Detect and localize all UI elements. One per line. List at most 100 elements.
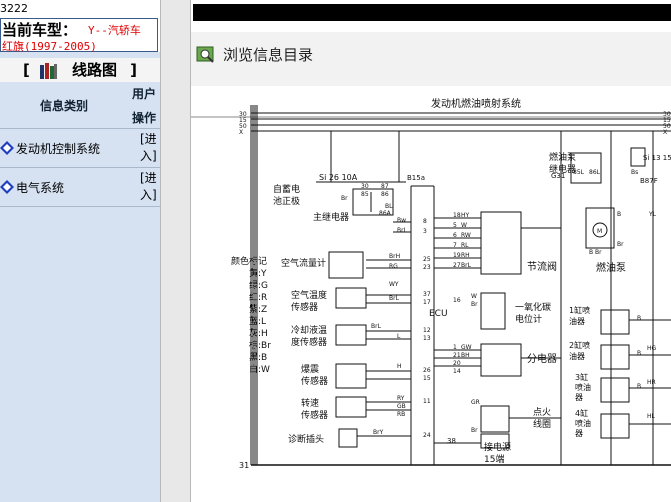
bus-left-label: 15 — [239, 117, 247, 124]
wire-label: HG — [647, 345, 657, 352]
coolant-label: 冷却液温 — [291, 324, 327, 336]
color-legend-item: 蓝:L — [249, 315, 266, 327]
column-category: 信息类别 — [40, 99, 89, 113]
air-flow-label: 空气流量计 — [281, 257, 326, 269]
ecu-pin: 15 — [423, 375, 431, 382]
speed-label: 转速 — [301, 397, 319, 409]
wire-label: 30 — [361, 183, 369, 190]
frame-splitter[interactable] — [160, 0, 191, 502]
vehicle-value-model: 红旗(1997-2005) — [2, 40, 97, 53]
section-heading: [ 线路图 ] — [0, 58, 160, 82]
speed-label: 传感器 — [301, 409, 328, 421]
coil-label: 线圈 — [533, 418, 551, 430]
wire-label: Br — [617, 241, 624, 248]
ecu-pins-right: 18 5 6 7 19 27 16 1 21 20 14 — [453, 212, 461, 375]
wire-label: W — [471, 293, 477, 300]
wire-label: BrL — [389, 295, 400, 302]
wire-label: B — [589, 249, 593, 256]
ecu-pin: 26 — [423, 367, 431, 374]
air-temp-label: 空气温度 — [291, 289, 327, 301]
ecu-pin: 14 — [453, 368, 461, 375]
heading-bracket-open: [ — [22, 61, 30, 79]
bus-right-label: 30 — [663, 111, 671, 118]
bus-right-label: 50 — [663, 123, 671, 130]
ecu-pin: 23 — [423, 264, 431, 271]
column-user: 用户 — [132, 87, 157, 101]
ecu-pin: 21 — [453, 352, 461, 359]
fuse-label: Si 13 15A — [643, 154, 671, 162]
wire-label: Br — [471, 427, 478, 434]
terminal-label: B87F — [640, 177, 658, 185]
ecu-pin: 5 — [453, 222, 457, 229]
wire-label: RG — [389, 263, 398, 270]
ecu-pin: 11 — [423, 398, 431, 405]
heading-title: 线路图 — [72, 61, 118, 79]
ecu-pin: 6 — [453, 232, 457, 239]
sidebar: 3222 当前车型： Y--汽轿车 红旗(1997-2005) [ 线路图 ] … — [0, 0, 160, 502]
vehicle-label: 当前车型： — [2, 21, 78, 39]
wire-label: HL — [647, 413, 656, 420]
injector-label: 器 — [575, 393, 583, 402]
wire-label: GR — [471, 399, 480, 406]
wire-label: GB — [397, 403, 406, 410]
browse-catalog-link[interactable]: 浏览信息目录 — [223, 46, 314, 64]
color-legend-item: 绿:G — [249, 279, 268, 291]
wire-label: B — [617, 211, 621, 218]
top-bar — [193, 4, 671, 21]
enter-link[interactable]: [进入] — [140, 132, 157, 163]
battery-label: 池正极 — [273, 195, 300, 207]
wire-label: 86L — [589, 169, 601, 176]
wire-label: WY — [389, 281, 399, 288]
wire-label: 85 — [361, 191, 369, 198]
injector-label: 油器 — [569, 351, 585, 361]
ecu-pin: 1 — [453, 344, 457, 351]
wire-label: Bs — [631, 169, 638, 176]
wire-label: Br — [471, 301, 478, 308]
ecu-pin: 17 — [423, 299, 431, 306]
color-legend-item: 灰:H — [249, 327, 268, 339]
fuel-relay-label: 继电器 — [549, 163, 576, 175]
coolant-label: 度传感器 — [291, 336, 327, 348]
ecu-pin: 37 — [423, 291, 431, 298]
color-legend-item: 紫:Z — [249, 304, 267, 315]
injector-label: 4缸 — [575, 408, 588, 418]
injector-label: 喷油 — [575, 382, 591, 392]
bus-left-label: 50 — [239, 123, 247, 130]
fuel-relay-label: 燃油泵 — [549, 151, 576, 163]
vehicle-box: 当前车型： Y--汽轿车 红旗(1997-2005) — [0, 18, 158, 53]
bus-left-label: X — [239, 129, 243, 136]
ecu-pin: 16 — [453, 297, 461, 304]
ecu-pin: 20 — [453, 360, 461, 367]
wire-label: B — [637, 350, 641, 357]
bus-left-label: 30 — [239, 111, 247, 118]
list-item[interactable]: 发动机控制系统 [进入] — [0, 128, 160, 167]
main-relay-label: 主继电器 — [313, 211, 349, 223]
battery-label: 自蓄电 — [273, 183, 300, 195]
ecu-pin: 12 — [423, 327, 431, 334]
injector-label: 喷油 — [575, 418, 591, 428]
injector-label: 1缸喷 — [569, 305, 590, 315]
list-item-label: 发动机控制系统 — [16, 142, 101, 156]
wire-label: BrL — [461, 262, 472, 269]
terminal-label: G31 — [551, 172, 565, 180]
toolbar: 浏览信息目录 — [191, 32, 671, 118]
enter-link[interactable]: [进入] — [140, 171, 157, 202]
co-pot-label: 一氧化碳 — [515, 301, 551, 313]
wire-label: BrH — [389, 253, 400, 260]
co-pot-label: 电位计 — [515, 313, 542, 325]
heading-bracket-close: ] — [130, 61, 137, 79]
injector-label: 油器 — [569, 316, 585, 326]
wire-label: GW — [461, 344, 472, 351]
browse-catalog-icon[interactable] — [196, 44, 216, 64]
bus-right-label: X — [663, 129, 667, 136]
ecu-pin: 19 — [453, 252, 461, 259]
wire-label: RY — [397, 395, 405, 402]
power-label: 15端 — [484, 453, 504, 465]
ecu-pins-left: 8 3 25 23 37 17 12 13 26 15 11 24 — [423, 218, 431, 439]
diag-plug-label: 诊断插头 — [288, 433, 324, 445]
wire-label: BrL — [371, 323, 382, 330]
fuse-label: Si 26 10A — [319, 173, 358, 182]
injector-label: 3缸 — [575, 372, 588, 382]
ground-label: 31 — [239, 461, 249, 470]
list-item[interactable]: 电气系统 [进入] — [0, 167, 160, 207]
